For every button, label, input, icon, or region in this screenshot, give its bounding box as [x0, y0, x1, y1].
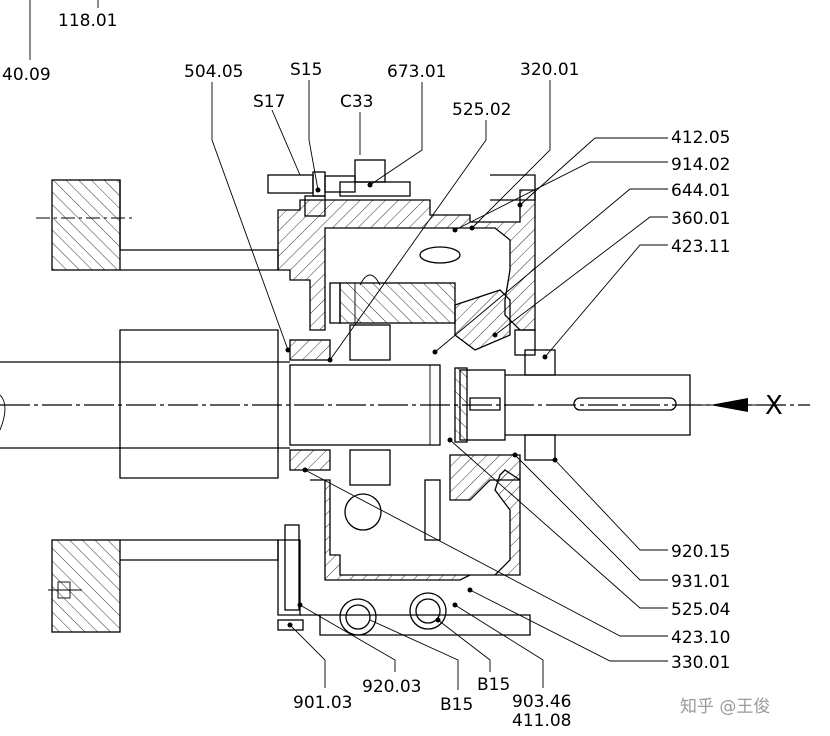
label-901-03: 901.03 — [293, 693, 352, 713]
left-upper-flange — [36, 179, 279, 271]
view-arrow — [700, 398, 760, 412]
housing-lower — [277, 454, 531, 636]
label-40-09: 40.09 — [2, 65, 51, 85]
label-b15-lower: B15 — [440, 695, 473, 715]
label-504-05: 504.05 — [184, 62, 243, 82]
label-x: X — [765, 391, 783, 421]
left-lower-flange — [48, 539, 279, 633]
label-931-01: 931.01 — [671, 572, 730, 592]
label-330-01: 330.01 — [671, 653, 730, 673]
label-b15-upper: B15 — [477, 675, 510, 695]
label-118-01: 118.01 — [58, 11, 117, 31]
label-412-05: 412.05 — [671, 128, 730, 148]
leader-lines — [211, 80, 668, 690]
label-423-11: 423.11 — [671, 237, 730, 257]
label-644-01: 644.01 — [671, 181, 730, 201]
labels: 118.01 40.09 504.05 S15 673.01 320.01 S1… — [2, 11, 783, 731]
top-bolts — [267, 171, 356, 217]
label-360-01: 360.01 — [671, 209, 730, 229]
gear-upper — [329, 246, 461, 324]
watermark: 知乎 @王俊 — [680, 697, 770, 717]
label-423-10: 423.10 — [671, 628, 730, 648]
coupling-body — [0, 329, 810, 479]
label-c33: C33 — [340, 92, 374, 112]
label-525-02: 525.02 — [452, 100, 511, 120]
label-914-02: 914.02 — [671, 155, 730, 175]
label-525-04: 525.04 — [671, 600, 730, 620]
label-920-15: 920.15 — [671, 542, 730, 562]
label-320-01: 320.01 — [520, 60, 579, 80]
label-673-01: 673.01 — [387, 62, 446, 82]
label-411-08: 411.08 — [512, 711, 571, 731]
label-903-46: 903.46 — [512, 692, 571, 712]
label-s15: S15 — [290, 60, 322, 80]
top-left-fragment — [29, 0, 99, 60]
label-920-03: 920.03 — [362, 677, 421, 697]
label-s17: S17 — [253, 92, 285, 112]
bearing-area — [289, 324, 691, 486]
